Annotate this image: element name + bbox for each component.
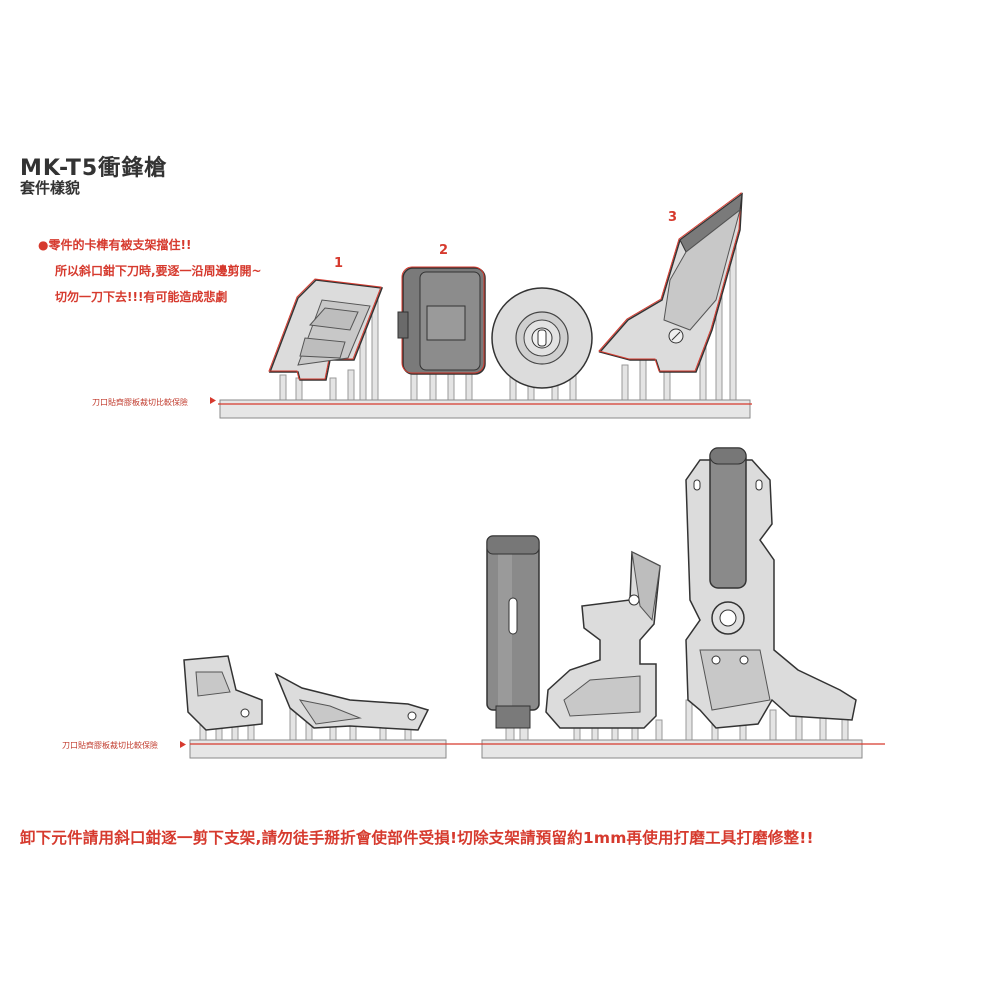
bottom-left-gates [199,699,412,743]
part-c-barrel [486,535,540,729]
part-b [274,672,430,731]
part-3 [598,191,743,373]
warning-line-1: ●零件的卡榫有被支架擋住!! [38,238,192,252]
part-2-end [491,287,593,389]
cut-label-top: 刀口貼齊膠板裁切比較保險 [92,398,188,407]
page-title: MK-T5衝鋒槍 [20,156,168,181]
part-number-2: 2 [439,243,449,258]
part-1 [268,278,384,381]
top-runner-bar [219,399,751,419]
warning-line-3: 切勿一刀下去!!!有可能造成悲劇 [55,290,228,304]
page-subtitle: 套件樣貌 [20,179,81,197]
warning-line-2: 所以斜口鉗下刀時,要逐一沿周邊剪開~ [55,264,262,278]
part-e-receiver [685,447,857,729]
cut-arrow-bottom-icon [180,741,186,748]
part-number-3: 3 [668,210,678,225]
cut-label-bottom: 刀口貼齊膠板裁切比較保險 [62,741,158,750]
cut-arrow-top-icon [210,397,216,404]
bottom-right-runner-bar [481,739,863,759]
part-2 [397,266,486,375]
bottom-instruction: 卸下元件請用斜口鉗逐一剪下支架,請勿徒手掰折會使部件受損!切除支架請預留約1mm… [20,829,814,847]
part-a [183,655,263,731]
part-number-1: 1 [334,256,344,271]
bottom-left-runner-bar [189,739,447,759]
part-d [545,550,661,729]
